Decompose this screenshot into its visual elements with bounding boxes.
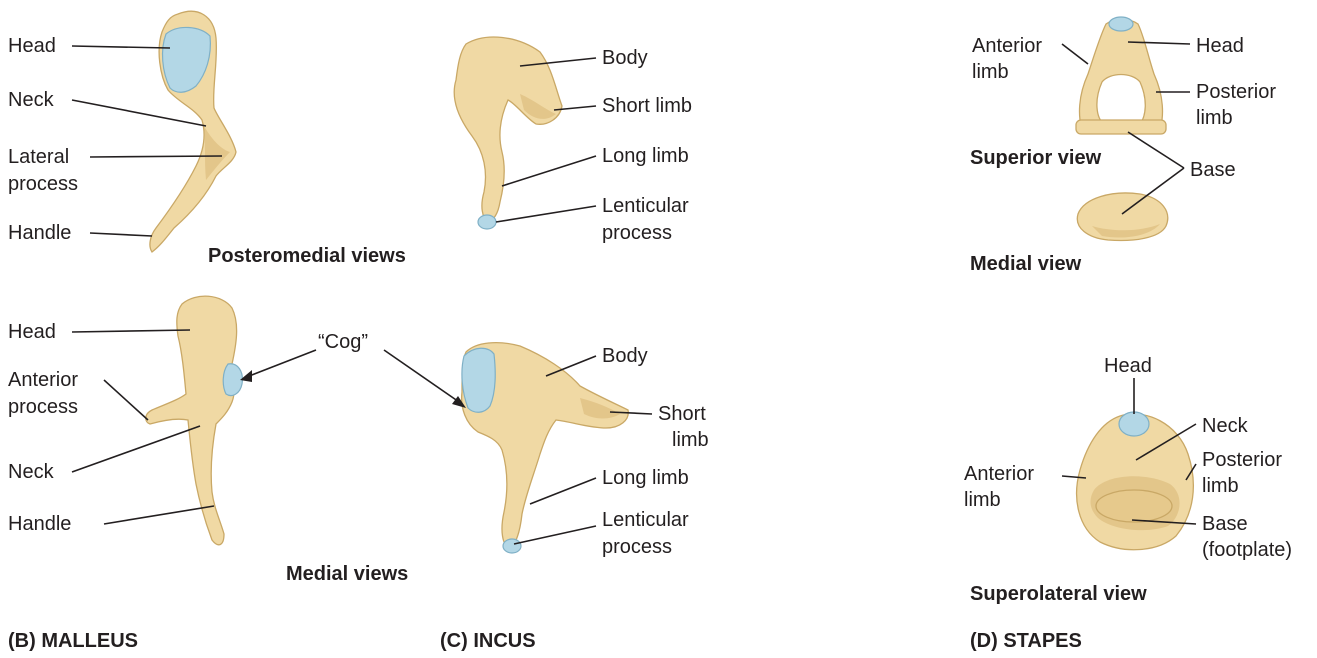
incus-medial-body-label: Body [602, 345, 648, 367]
stapes-sl-head-label: Head [1104, 355, 1152, 377]
malleus-medial-illustration [146, 296, 243, 545]
medial-view-caption: Medial view [970, 253, 1082, 275]
stapes-sl-posterior-limb-label-2: limb [1202, 475, 1239, 497]
stapes-superolateral-illustration [1077, 412, 1194, 550]
incus-lenticular-label-2: process [602, 222, 672, 244]
incus-lenticular-label: Lenticular [602, 195, 689, 217]
stapes-sl-anterior-limb-label-2: limb [964, 489, 1001, 511]
stapes-title: (D) STAPES [970, 630, 1082, 652]
malleus-handle-label: Handle [8, 222, 71, 244]
incus-medial-long-limb-label: Long limb [602, 467, 689, 489]
incus-medial-lenticular-label: Lenticular [602, 509, 689, 531]
stapes-sl-neck-label: Neck [1202, 415, 1249, 437]
stapes-base-label: Base [1190, 159, 1236, 181]
cog-label: “Cog” [318, 331, 368, 353]
stapes-anterior-limb-label-2: limb [972, 61, 1009, 83]
malleus-title: (B) MALLEUS [8, 630, 138, 652]
malleus-lateral-process-label-2: process [8, 173, 78, 195]
incus-posteromedial-illustration [454, 37, 562, 229]
stapes-posterior-limb-label: Posterior [1196, 81, 1276, 103]
superolateral-view-caption: Superolateral view [970, 583, 1147, 605]
stapes-head-label: Head [1196, 35, 1244, 57]
stapes-anterior-limb-label: Anterior [972, 35, 1042, 57]
incus-body-label: Body [602, 47, 648, 69]
malleus-neck-label: Neck [8, 89, 55, 111]
stapes-sl-base-label: Base [1202, 513, 1248, 535]
stapes-posterior-limb-label-2: limb [1196, 107, 1233, 129]
incus-medial-short-label-2: limb [672, 429, 709, 451]
stapes-superior-illustration [1076, 17, 1166, 134]
malleus-medial-neck-label: Neck [8, 461, 55, 483]
malleus-medial-head-label: Head [8, 321, 56, 343]
incus-short-limb-label: Short limb [602, 95, 692, 117]
stapes-sl-footplate-label: (footplate) [1202, 539, 1292, 561]
malleus-anterior-process-label-2: process [8, 396, 78, 418]
incus-medial-short-label: Short [658, 403, 706, 425]
malleus-lateral-process-label: Lateral [8, 146, 69, 168]
incus-title: (C) INCUS [440, 630, 536, 652]
medial-views-caption: Medial views [286, 563, 408, 585]
incus-long-limb-label: Long limb [602, 145, 689, 167]
stapes-sl-anterior-limb-label: Anterior [964, 463, 1034, 485]
posteromedial-views-caption: Posteromedial views [208, 245, 406, 267]
stapes-sl-posterior-limb-label: Posterior [1202, 449, 1282, 471]
malleus-head-label: Head [8, 35, 56, 57]
stapes-footplate-illustration [1077, 193, 1167, 241]
malleus-anterior-process-label: Anterior [8, 369, 78, 391]
superior-view-caption: Superior view [970, 147, 1102, 169]
incus-medial-lenticular-label-2: process [602, 536, 672, 558]
malleus-medial-handle-label: Handle [8, 513, 71, 535]
